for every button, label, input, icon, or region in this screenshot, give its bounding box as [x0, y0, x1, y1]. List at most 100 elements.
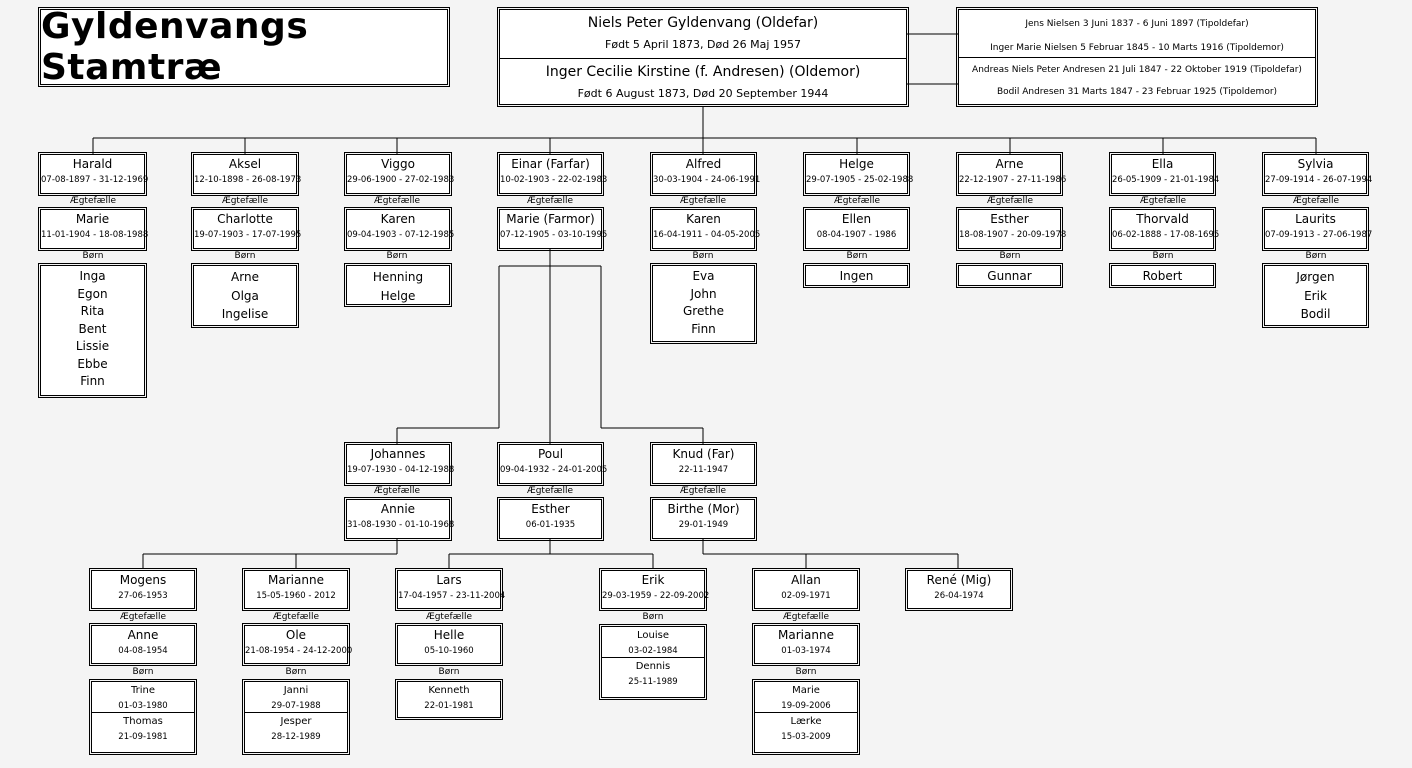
spouse-name: Esther — [990, 212, 1029, 226]
spouse-dates: 31-08-1930 - 01-10-1968 — [347, 520, 455, 530]
person-name: Ella — [1151, 157, 1174, 171]
spouse-dates: 05-10-1960 — [424, 646, 474, 656]
child-name: Marie — [792, 685, 820, 696]
spouse-dates: 06-01-1935 — [525, 520, 576, 530]
spouse-label: Ægtefælle — [986, 196, 1034, 206]
child-dates: 28-12-1989 — [271, 732, 321, 742]
person-name: Harald — [72, 157, 113, 171]
person-name: Alfred — [685, 157, 722, 171]
children-label: Børn — [999, 251, 1021, 261]
person-name: Allan — [791, 573, 821, 587]
ancestors-group-1: Jens Nielsen 3 Juni 1837 - 6 Juni 1897 (… — [959, 10, 1315, 58]
child-name: John — [690, 286, 717, 301]
children-box: Inga Egon Rita Bent Lissie Ebbe Finn — [38, 263, 147, 398]
oldemor-section: Inger Cecilie Kirstine (f. Andresen) (Ol… — [500, 59, 906, 107]
spouse-dates: 04-08-1954 — [118, 646, 168, 656]
spouse-dates: 21-08-1954 - 24-12-2000 — [245, 646, 353, 656]
children-label: Børn — [386, 251, 408, 261]
child-name: Ingen — [839, 269, 874, 283]
child-name: Inga — [79, 269, 106, 283]
children-label: Børn — [846, 251, 868, 261]
child-name: Gunnar — [987, 269, 1032, 283]
spouse-label: Ægtefælle — [1292, 196, 1340, 206]
children-label: Børn — [132, 667, 154, 677]
person-name: Mogens — [119, 573, 167, 587]
children-box: Jørgen Erik Bodil — [1262, 263, 1369, 328]
spouse-name: Charlotte — [217, 212, 273, 226]
child-name: Henning — [372, 270, 424, 284]
person-dates: 15-05-1960 - 2012 — [256, 591, 336, 601]
person-box: René (Mig) 26-04-1974 — [905, 568, 1013, 611]
spouse-dates: 09-04-1903 - 07-12-1985 — [347, 230, 455, 240]
spouse-name: Marianne — [778, 628, 834, 642]
children-label: Børn — [285, 667, 307, 677]
child-name: Ebbe — [77, 356, 108, 371]
spouse-dates: 18-08-1907 - 20-09-1978 — [959, 230, 1067, 240]
person-dates: 07-08-1897 - 31-12-1969 — [41, 175, 149, 185]
great-grandparents-box: Niels Peter Gyldenvang (Oldefar) Født 5 … — [497, 7, 909, 107]
child-name: Arne — [231, 270, 259, 284]
person-name: René (Mig) — [926, 573, 992, 587]
person-dates: 27-09-1914 - 26-07-1994 — [1265, 175, 1373, 185]
spouse-label: Ægtefælle — [1139, 196, 1187, 206]
children-box: Arne Olga Ingelise — [191, 263, 299, 328]
children-box: Gunnar — [956, 263, 1063, 288]
person-dates: 10-02-1903 - 22-02-1983 — [500, 175, 608, 185]
spouse-box: Birthe (Mor)29-01-1949 — [650, 497, 757, 541]
children-label: Børn — [692, 251, 714, 261]
spouse-dates: 06-02-1888 - 17-08-1695 — [1112, 230, 1220, 240]
person-dates: 17-04-1957 - 23-11-2004 — [398, 591, 506, 601]
child-name: Bent — [78, 321, 107, 336]
spouse-label: Ægtefælle — [119, 612, 167, 622]
spouse-dates: 16-04-1911 - 04-05-2005 — [653, 230, 761, 240]
person-box: Harald 07-08-1897 - 31-12-1969 — [38, 152, 149, 196]
person-dates: 30-03-1904 - 24-06-1991 — [653, 175, 761, 185]
ancestor-line: Inger Marie Nielsen 5 Februar 1845 - 10 … — [990, 43, 1284, 53]
child-name: Jørgen — [1296, 270, 1335, 284]
spouse-name: Esther — [531, 502, 570, 516]
child-name: Rita — [80, 304, 105, 318]
child-name: Dennis — [635, 661, 671, 672]
spouse-label: Ægtefælle — [782, 612, 830, 622]
child-name: Lissie — [75, 339, 110, 353]
spouse-dates: 08-04-1907 - 1986 — [816, 230, 897, 240]
spouse-dates: 07-09-1913 - 27-06-1987 — [1265, 230, 1373, 240]
person-dates: 22-11-1947 — [678, 465, 729, 475]
page-title-box: Gyldenvangs Stamtræ — [38, 6, 450, 88]
spouse-label: Ægtefælle — [425, 612, 473, 622]
ancestor-line: Bodil Andresen 31 Marts 1847 - 23 Februa… — [996, 87, 1278, 97]
child-name: Trine — [130, 685, 156, 696]
ancestors-group-2: Andreas Niels Peter Andresen 21 Juli 184… — [959, 58, 1315, 106]
person-name: Johannes — [370, 447, 426, 461]
spouse-name: Marie (Farmor) — [506, 212, 595, 226]
page-title: Gyldenvangs Stamtræ — [41, 6, 309, 88]
person-dates: 26-04-1974 — [934, 591, 984, 601]
children-label: Børn — [1305, 251, 1327, 261]
child-name: Finn — [691, 321, 716, 336]
spouse-dates: 11-01-1904 - 18-08-1988 — [41, 230, 149, 240]
